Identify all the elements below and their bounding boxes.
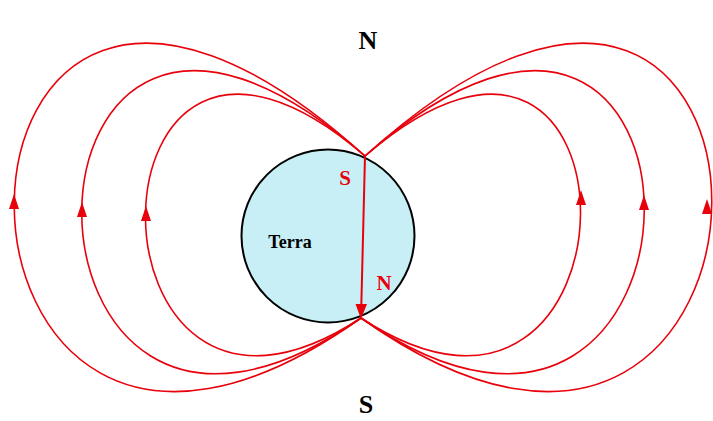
field-arrow [77, 202, 87, 217]
magnet-pole-label: S [339, 168, 351, 189]
field-arrow [702, 199, 712, 214]
field-arrow [141, 206, 151, 221]
earth-disc [242, 150, 415, 323]
field-arrow [9, 194, 19, 209]
field-arrow [576, 190, 586, 205]
field-arrow [639, 195, 649, 210]
field-line [361, 43, 712, 391]
earth-outline [240, 148, 416, 324]
pole-label: S [359, 392, 373, 418]
magnet-pole-label: N [376, 273, 391, 294]
earth-name: Terra [268, 232, 311, 253]
pole-label: N [359, 28, 378, 54]
earth-circle: Terra [240, 148, 416, 324]
